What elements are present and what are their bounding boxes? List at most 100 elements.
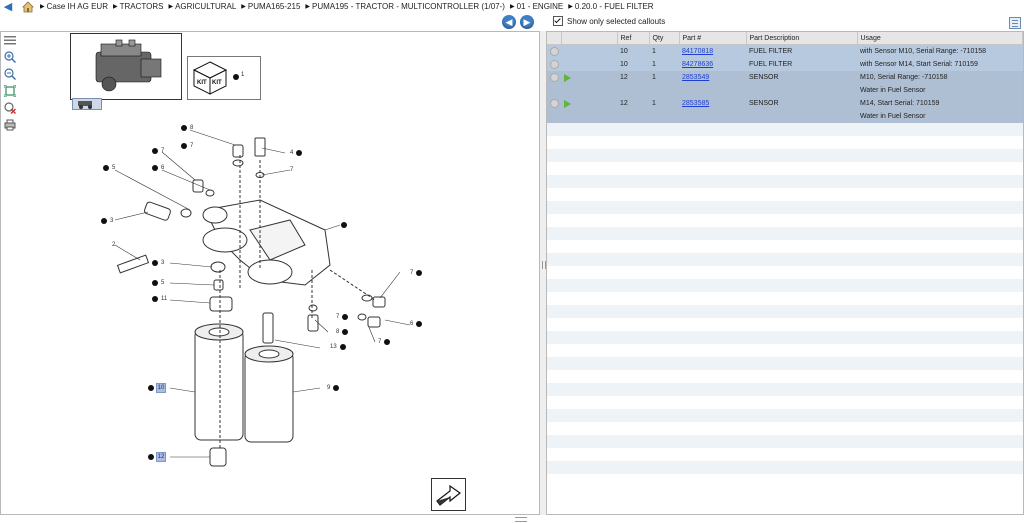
print-icon[interactable] [4, 119, 16, 131]
breadcrumb: ◀ ▶Case IH AG EUR ▶TRACTORS ▶AGRICULTURA… [0, 0, 1024, 13]
breadcrumb-label[interactable]: 01 - ENGINE [516, 2, 564, 11]
callout-7-b[interactable]: 7 [181, 143, 193, 149]
breadcrumb-item[interactable]: ▶TRACTORS [112, 2, 164, 11]
breadcrumb-label[interactable]: Case IH AG EUR [46, 2, 108, 11]
engine-thumbnail[interactable] [70, 33, 182, 100]
info-icon[interactable] [550, 47, 559, 56]
ref-cell: 12 [617, 97, 649, 110]
show-selected-toggle[interactable]: Show only selected callouts [553, 16, 665, 26]
part-number-link[interactable]: 84170818 [682, 48, 714, 55]
back-arrow-icon[interactable]: ◀ [3, 0, 13, 13]
col-header-description[interactable]: Part Description [746, 32, 858, 45]
next-button[interactable]: ▶ [520, 15, 534, 29]
breadcrumb-item[interactable]: ▶PUMA195 - TRACTOR - MULTICONTROLLER (1/… [305, 2, 505, 11]
empty-row [547, 253, 1023, 266]
next-page-button[interactable] [431, 478, 466, 511]
empty-row [547, 396, 1023, 409]
breadcrumb-item[interactable]: ▶0.20.0 - FUEL FILTER [568, 2, 654, 11]
breadcrumb-item[interactable]: ▶Case IH AG EUR [40, 2, 108, 11]
callout-number: 1 [241, 72, 245, 78]
description-cell: FUEL FILTER [746, 58, 857, 71]
table-row-note: Water in Fuel Sensor [547, 110, 1023, 123]
bottom-resize-grip[interactable] [515, 517, 527, 522]
breadcrumb-label[interactable]: 0.20.0 - FUEL FILTER [574, 2, 654, 11]
table-row[interactable]: 10 1 84170818 FUEL FILTER with Sensor M1… [547, 44, 1023, 58]
col-header-qty[interactable]: Qty [649, 32, 680, 45]
empty-rows [547, 123, 1023, 487]
col-header-usage[interactable]: Usage [857, 32, 1023, 45]
empty-row [547, 409, 1023, 422]
info-icon[interactable] [550, 60, 559, 69]
callout-6-left[interactable]: 6 [152, 165, 164, 171]
callout-3-center[interactable]: 3 [152, 260, 164, 266]
empty-row [547, 149, 1023, 162]
callout-4[interactable]: 4 [290, 150, 303, 156]
thumbnail-badge[interactable] [72, 98, 102, 110]
note-cell: Water in Fuel Sensor [857, 110, 1023, 123]
callout-5-center[interactable]: 5 [152, 280, 164, 286]
callout-7-right2[interactable]: 7 [410, 270, 423, 276]
col-header[interactable] [547, 32, 562, 45]
note-cell: Water in Fuel Sensor [857, 84, 1023, 97]
zoom-reset-icon[interactable] [4, 102, 16, 114]
callout-7-top[interactable]: 7 [152, 148, 164, 154]
callout-10[interactable]: 10 [148, 383, 166, 393]
info-icon[interactable] [550, 73, 559, 82]
callout-dot[interactable] [233, 74, 239, 80]
list-menu-icon[interactable] [1009, 17, 1021, 29]
empty-row [547, 422, 1023, 435]
tractor-icon [78, 101, 92, 109]
description-cell: SENSOR [746, 71, 857, 84]
callout-5-left[interactable]: 5 [103, 165, 115, 171]
fit-icon[interactable] [4, 85, 16, 97]
breadcrumb-item[interactable]: ▶PUMA165-215 [241, 2, 301, 11]
next-page-arrow-icon [436, 484, 462, 506]
table-row[interactable]: 12 1 2853549 SENSOR M10, Serial Range: -… [547, 71, 1023, 84]
previous-button[interactable]: ◀ [502, 15, 516, 29]
callout-3-left[interactable]: 3 [101, 218, 113, 224]
diagram-toolbar [4, 34, 18, 136]
checkbox[interactable] [553, 16, 563, 26]
callout-9[interactable]: 9 [327, 385, 340, 391]
breadcrumb-label[interactable]: PUMA165-215 [247, 2, 301, 11]
panel-menu-icon[interactable] [4, 34, 16, 46]
callout-7-small[interactable]: 7 [336, 314, 349, 320]
callout-7-right[interactable]: 7 [290, 167, 294, 173]
table-header: Ref Qty Part # Part Description Usage [547, 32, 1023, 45]
breadcrumb-item[interactable]: ▶AGRICULTURAL [168, 2, 237, 11]
go-arrow-icon[interactable] [564, 73, 571, 82]
col-header[interactable] [561, 32, 618, 45]
breadcrumb-label[interactable]: TRACTORS [119, 2, 164, 11]
info-icon[interactable] [550, 99, 559, 108]
col-header-part[interactable]: Part # [679, 32, 747, 45]
go-arrow-icon[interactable] [564, 99, 571, 108]
breadcrumb-label[interactable]: AGRICULTURAL [175, 2, 237, 11]
part-number-link[interactable]: 2853585 [682, 100, 710, 107]
callout-2[interactable]: 2 [112, 242, 116, 248]
arrow-right-icon: ▶ [523, 17, 531, 27]
kit-box[interactable]: KIT KIT 1 [187, 56, 261, 100]
zoom-out-icon[interactable] [4, 68, 16, 80]
engine-thumbnail-image [95, 39, 162, 92]
breadcrumb-label[interactable]: PUMA195 - TRACTOR - MULTICONTROLLER (1/0… [312, 2, 505, 11]
home-icon[interactable] [22, 0, 34, 13]
table-row[interactable]: 12 1 2853585 SENSOR M14, Start Serial: 7… [547, 97, 1023, 110]
col-header-ref[interactable]: Ref [617, 32, 650, 45]
callout-8-top[interactable]: 8 [181, 125, 193, 131]
callout-8-small[interactable]: 8 [336, 329, 349, 335]
callout-1[interactable] [341, 222, 347, 228]
table-row[interactable]: 10 1 84278636 FUEL FILTER with Sensor M1… [547, 58, 1023, 71]
callout-6-right[interactable]: 6 [410, 321, 423, 327]
callout-12[interactable]: 12 [148, 452, 166, 462]
part-number-link[interactable]: 2853549 [682, 74, 710, 81]
part-number-link[interactable]: 84278636 [682, 61, 714, 68]
zoom-in-icon[interactable] [4, 51, 16, 63]
empty-row [547, 214, 1023, 227]
empty-row [547, 266, 1023, 279]
breadcrumb-item[interactable]: ▶01 - ENGINE [509, 2, 564, 11]
pane-splitter[interactable] [540, 31, 546, 515]
callout-11[interactable]: 11 [152, 296, 167, 302]
callout-7-far[interactable]: 7 [378, 339, 391, 345]
kit-icon: KIT KIT [192, 61, 228, 95]
callout-13[interactable]: 13 [330, 344, 346, 350]
